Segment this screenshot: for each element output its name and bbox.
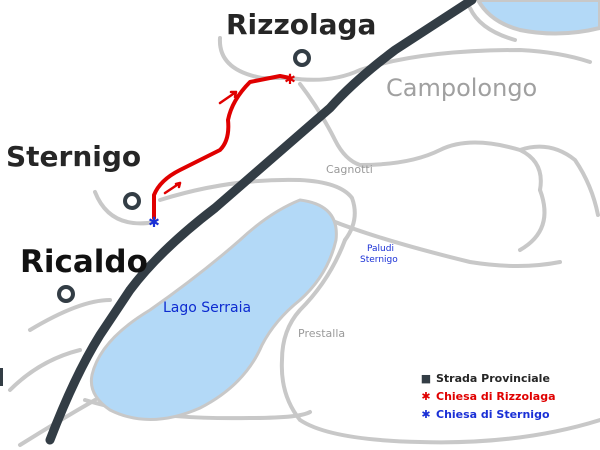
road-south-east <box>328 218 562 268</box>
ricaldo-marker <box>57 285 75 303</box>
road-cagnotti <box>158 177 357 242</box>
route-arrows <box>163 90 238 195</box>
town-label-ricaldo: Ricaldo <box>20 244 148 280</box>
route-to-rizzolaga <box>152 74 292 220</box>
square-icon: ■ <box>420 372 432 385</box>
place-label-cagnotti: Cagnotti <box>326 163 373 176</box>
sternigo-marker <box>123 192 141 210</box>
place-label-paludi-sternigo: Sternigo <box>360 255 398 265</box>
place-label-campolongo: Campolongo <box>386 74 538 102</box>
lake-serraia <box>89 198 338 421</box>
legend-label-strada: Strada Provinciale <box>436 372 550 385</box>
road-sternigo <box>93 190 157 226</box>
legend-item-sternigo: ✱ Chiesa di Sternigo <box>420 408 550 421</box>
lake-corner <box>475 0 600 36</box>
strada-provinciale <box>45 0 477 445</box>
route-arrow-2 <box>218 90 238 105</box>
place-label-paludi: Paludi <box>367 244 394 254</box>
church-sternigo-icon: ✱ <box>148 215 160 231</box>
legend-label-sternigo: Chiesa di Sternigo <box>436 408 550 421</box>
road-west-2 <box>8 348 82 392</box>
legend-label-rizzolaga: Chiesa di Rizzolaga <box>436 390 556 403</box>
rizzolaga-marker <box>293 49 311 67</box>
left-edge-mark <box>0 368 3 386</box>
road-east-loop <box>518 188 547 252</box>
church-rizzolaga-icon: ✱ <box>284 72 296 88</box>
town-label-sternigo: Sternigo <box>6 140 142 173</box>
town-label-rizzolaga: Rizzolaga <box>226 8 377 41</box>
road-rizzolaga-west <box>217 36 292 80</box>
road-east-branch <box>518 144 600 217</box>
legend-item-strada: ■ Strada Provinciale <box>420 372 550 385</box>
road-north-loop <box>468 6 517 42</box>
legend-item-rizzolaga: ✱ Chiesa di Rizzolaga <box>420 390 556 403</box>
star-icon: ✱ <box>421 390 431 403</box>
place-label-prestalla: Prestalla <box>298 327 346 340</box>
star-icon: ✱ <box>421 408 431 421</box>
route-arrow-1 <box>163 181 182 195</box>
road-rizzolaga-east <box>288 48 592 82</box>
minor-roads <box>8 6 600 447</box>
town-markers <box>57 49 311 303</box>
lake-label-serraia: Lago Serraia <box>163 300 252 316</box>
road-west-1 <box>28 298 112 332</box>
